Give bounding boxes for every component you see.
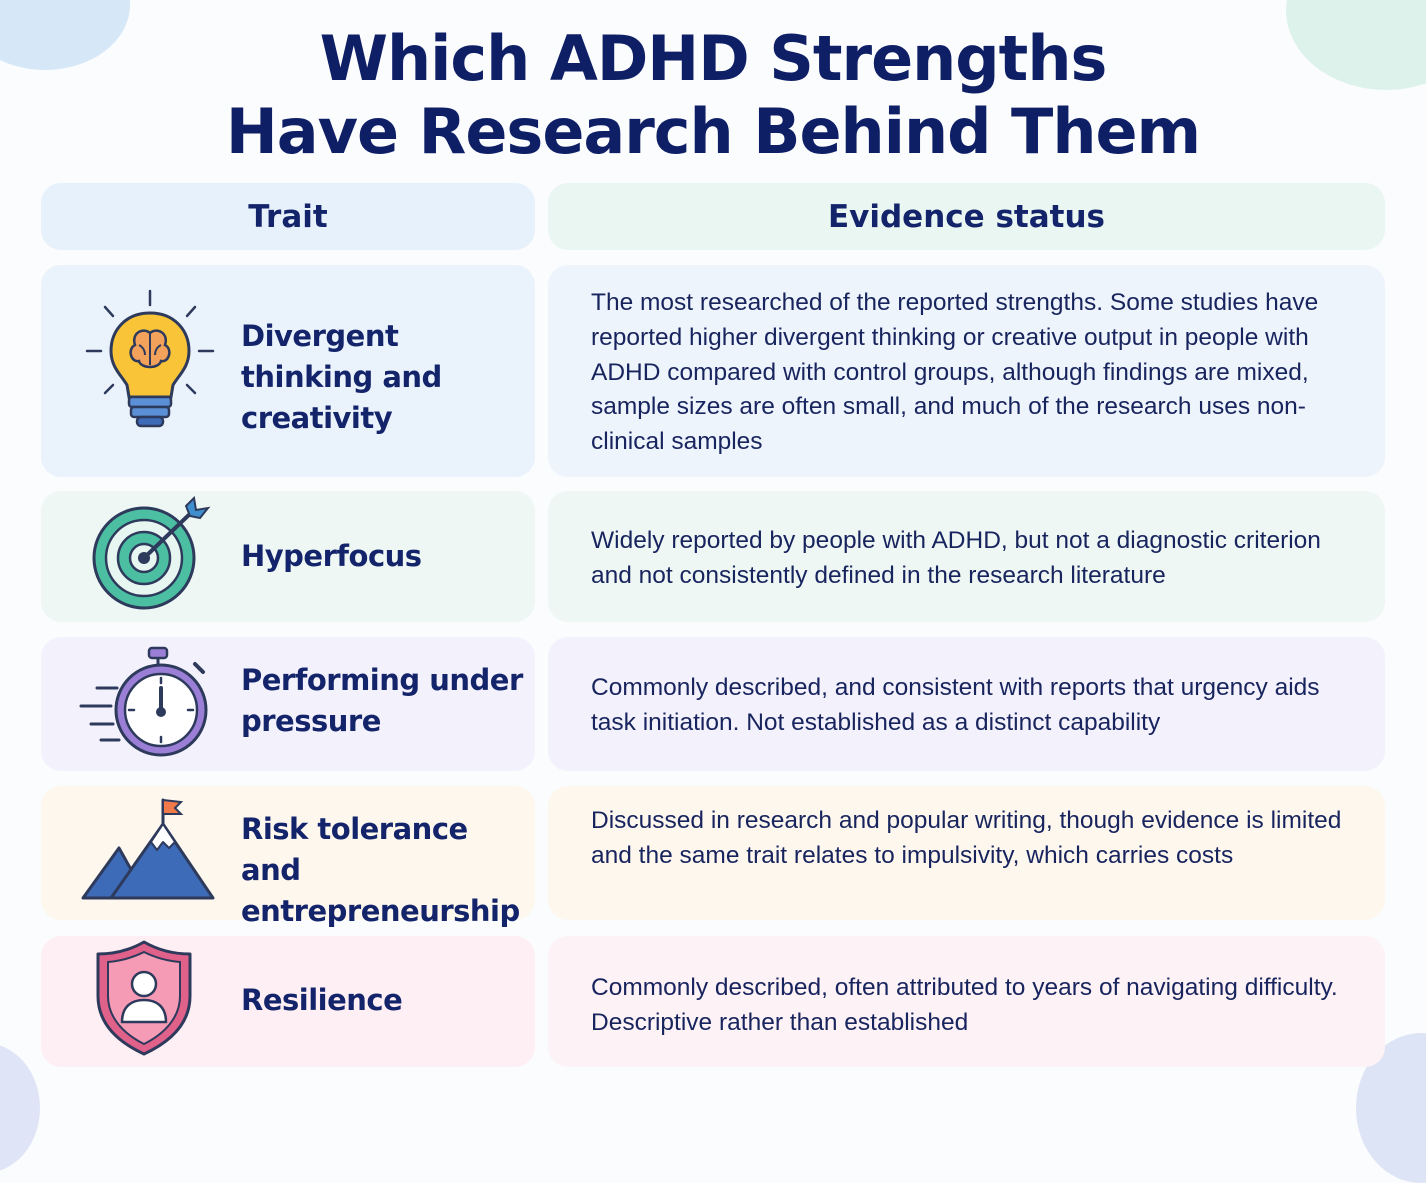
table-row-evidence-cell [548, 265, 1385, 477]
table-row-evidence-cell [548, 786, 1385, 920]
trait-label: Performing under pressure [241, 663, 523, 738]
evidence-text: The most researched of the reported stre… [591, 289, 1319, 456]
trait-column-header: Trait [41, 183, 535, 250]
page-title: Which ADHD Strengths Have Research Behin… [0, 22, 1426, 168]
evidence-text: Discussed in research and popular writin… [591, 807, 1342, 869]
evidence-header-label: Evidence status [827, 198, 1106, 235]
decorative-circle [0, 1043, 40, 1173]
trait-header-label: Trait [248, 198, 328, 235]
trait-label: Resilience [241, 983, 403, 1017]
evidence-column-header: Evidence status [548, 183, 1385, 250]
table-row-evidence-cell [548, 491, 1385, 622]
trait-label: Divergent thinking and creativity [241, 319, 442, 435]
stopwatch-icon [72, 643, 222, 763]
evidence-text: Widely reported by people with ADHD, but… [591, 527, 1321, 589]
table-row-evidence-cell [548, 936, 1385, 1067]
lightbulb-brain-icon [72, 285, 222, 435]
shield-person-icon [72, 938, 222, 1058]
target-arrow-icon [72, 495, 222, 615]
title-line-2: Have Research Behind Them [225, 95, 1201, 168]
trait-label: Hyperfocus [241, 539, 422, 573]
table-row-evidence-cell [548, 637, 1385, 771]
evidence-text: Commonly described, often attributed to … [591, 974, 1338, 1036]
mountain-flag-icon [72, 790, 222, 910]
evidence-text: Commonly described, and consistent with … [591, 674, 1320, 736]
trait-label: Risk tolerance and entrepreneurship [241, 812, 520, 928]
title-line-1: Which ADHD Strengths [319, 22, 1108, 95]
